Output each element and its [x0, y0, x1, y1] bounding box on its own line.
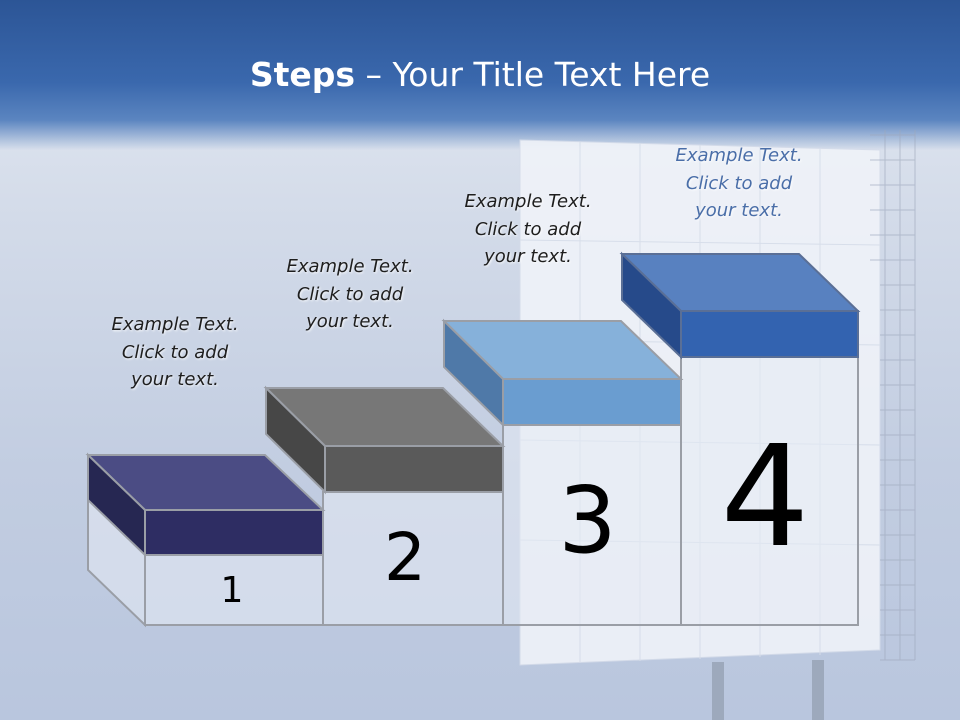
step-1-caption-line-3: your text.	[131, 369, 219, 390]
step-3-caption-line-2: Click to add	[474, 218, 582, 240]
step-1-caption[interactable]: Example Text. Click to add your text.	[95, 311, 255, 394]
step-4-caption-line-2: Click to add	[685, 172, 793, 194]
step-3-number: 3	[558, 467, 617, 574]
step-2-base	[322, 491, 504, 626]
step-2-caption-line-1: Example Text.	[286, 256, 414, 277]
step-1-caption-line-2: Click to add	[121, 341, 229, 363]
step-1-base	[144, 554, 324, 626]
step-3-slab	[441, 318, 684, 428]
step-4-base	[680, 356, 859, 626]
step-1-slab	[85, 452, 326, 558]
title-bold-text: Steps	[249, 55, 356, 94]
step-2-number: 2	[384, 519, 426, 596]
slide-title[interactable]: Steps – Your Title Text Here	[0, 52, 960, 98]
step-3-caption-line-3: your text.	[484, 246, 572, 267]
step-2-caption-line-3: your text.	[306, 311, 394, 332]
step-2-caption[interactable]: Example Text. Click to add your text.	[270, 253, 430, 336]
step-2-slab	[263, 385, 506, 495]
title-rest-text: – Your Title Text Here	[355, 55, 711, 94]
step-3-base	[502, 424, 682, 626]
slide-header-band	[0, 0, 960, 150]
step-4-caption-line-3: your text.	[695, 200, 783, 221]
step-4-caption[interactable]: Example Text. Click to add your text.	[659, 142, 819, 225]
step-3-caption[interactable]: Example Text. Click to add your text.	[448, 188, 608, 271]
step-3-caption-line-1: Example Text.	[464, 191, 592, 212]
step-4-caption-line-1: Example Text.	[675, 145, 803, 166]
step-4-number: 4	[720, 416, 810, 579]
step-1-number: 1	[220, 570, 244, 611]
step-2-caption-line-2: Click to add	[296, 283, 404, 305]
step-4-slab	[619, 251, 861, 360]
step-1-caption-line-1: Example Text.	[111, 314, 239, 335]
